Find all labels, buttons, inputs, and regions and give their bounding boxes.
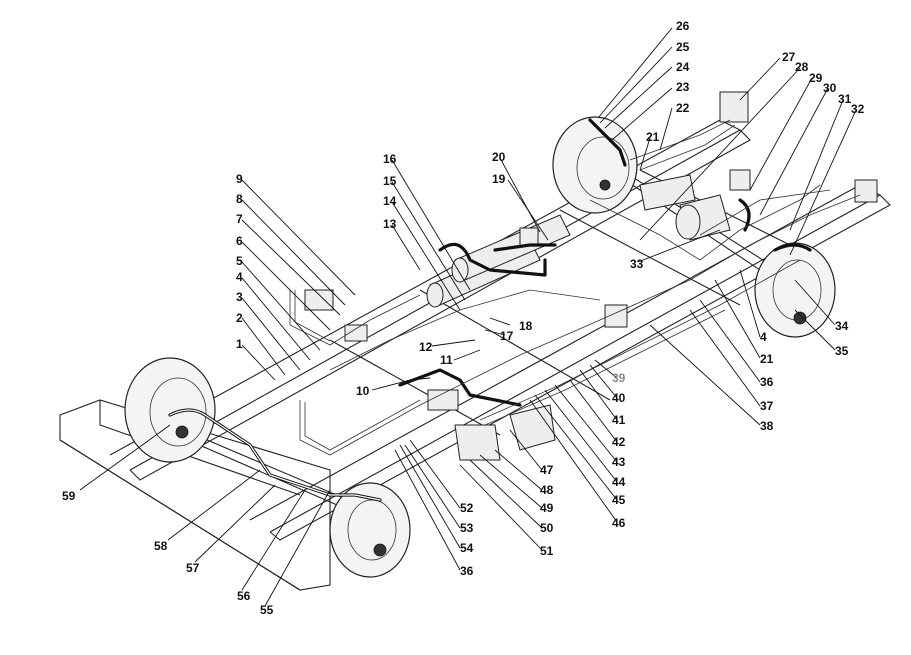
callout-59: 59 — [62, 489, 76, 503]
callout-31: 31 — [838, 92, 852, 106]
callout-35: 35 — [835, 344, 849, 358]
callout-27: 27 — [782, 50, 796, 64]
callout-7: 7 — [236, 212, 243, 226]
callout-52: 52 — [460, 501, 474, 515]
callout-8: 8 — [236, 192, 243, 206]
callout-6: 6 — [236, 234, 243, 248]
callout-41: 41 — [612, 413, 626, 427]
callout-46: 46 — [612, 516, 626, 530]
callout-34: 34 — [835, 319, 849, 333]
front-right-wheel-drum — [329, 482, 411, 578]
callout-15: 15 — [383, 174, 397, 188]
callout-18: 18 — [519, 319, 533, 333]
callout-29: 29 — [809, 71, 823, 85]
callout-53: 53 — [460, 521, 474, 535]
callout-4-rear: 4 — [760, 330, 767, 344]
callout-17: 17 — [500, 329, 514, 343]
callout-36-front: 36 — [460, 564, 474, 578]
front-left-wheel-drum — [124, 357, 216, 463]
callout-50: 50 — [540, 521, 554, 535]
callout-24: 24 — [676, 60, 690, 74]
callout-16: 16 — [383, 152, 397, 166]
callout-19: 19 — [492, 172, 506, 186]
callout-21-rear: 21 — [646, 130, 660, 144]
callout-43: 43 — [612, 455, 626, 469]
callout-5: 5 — [236, 254, 243, 268]
callout-25: 25 — [676, 40, 690, 54]
callout-20: 20 — [492, 150, 506, 164]
callout-32: 32 — [851, 102, 865, 116]
callout-26: 26 — [676, 19, 690, 33]
callout-47: 47 — [540, 463, 554, 477]
callout-42: 42 — [612, 435, 626, 449]
callout-28: 28 — [795, 60, 809, 74]
callout-9: 9 — [236, 172, 243, 186]
callout-56: 56 — [237, 589, 251, 603]
brake-pipes — [168, 118, 861, 502]
callout-11: 11 — [440, 353, 453, 367]
callout-2: 2 — [236, 311, 243, 325]
callout-labels: 26 25 24 23 22 21 27 28 29 30 31 32 20 1… — [62, 19, 865, 617]
callout-39: 39 — [612, 371, 626, 385]
callout-58: 58 — [154, 539, 168, 553]
callout-10: 10 — [356, 384, 370, 398]
callout-21-side: 21 — [760, 352, 774, 366]
callout-1: 1 — [236, 337, 243, 351]
callout-55: 55 — [260, 603, 274, 617]
callout-51: 51 — [540, 544, 554, 558]
callout-22: 22 — [676, 101, 690, 115]
callout-38: 38 — [760, 419, 774, 433]
callout-37: 37 — [760, 399, 774, 413]
callout-23: 23 — [676, 80, 690, 94]
callout-54: 54 — [460, 541, 474, 555]
rear-right-wheel-drum — [754, 242, 836, 338]
leader-lines — [79, 27, 857, 607]
callout-44: 44 — [612, 475, 626, 489]
callout-57: 57 — [186, 561, 200, 575]
callout-14: 14 — [383, 194, 397, 208]
callout-45: 45 — [612, 493, 626, 507]
callout-3: 3 — [236, 290, 243, 304]
callout-30: 30 — [823, 81, 837, 95]
rear-left-wheel-drum — [552, 116, 638, 214]
callout-48: 48 — [540, 483, 554, 497]
callout-40: 40 — [612, 391, 626, 405]
callout-4-front: 4 — [236, 270, 243, 284]
callout-49: 49 — [540, 501, 554, 515]
callout-13: 13 — [383, 217, 397, 231]
callout-33: 33 — [630, 257, 644, 271]
callout-36-rear: 36 — [760, 375, 774, 389]
callout-12: 12 — [419, 340, 433, 354]
